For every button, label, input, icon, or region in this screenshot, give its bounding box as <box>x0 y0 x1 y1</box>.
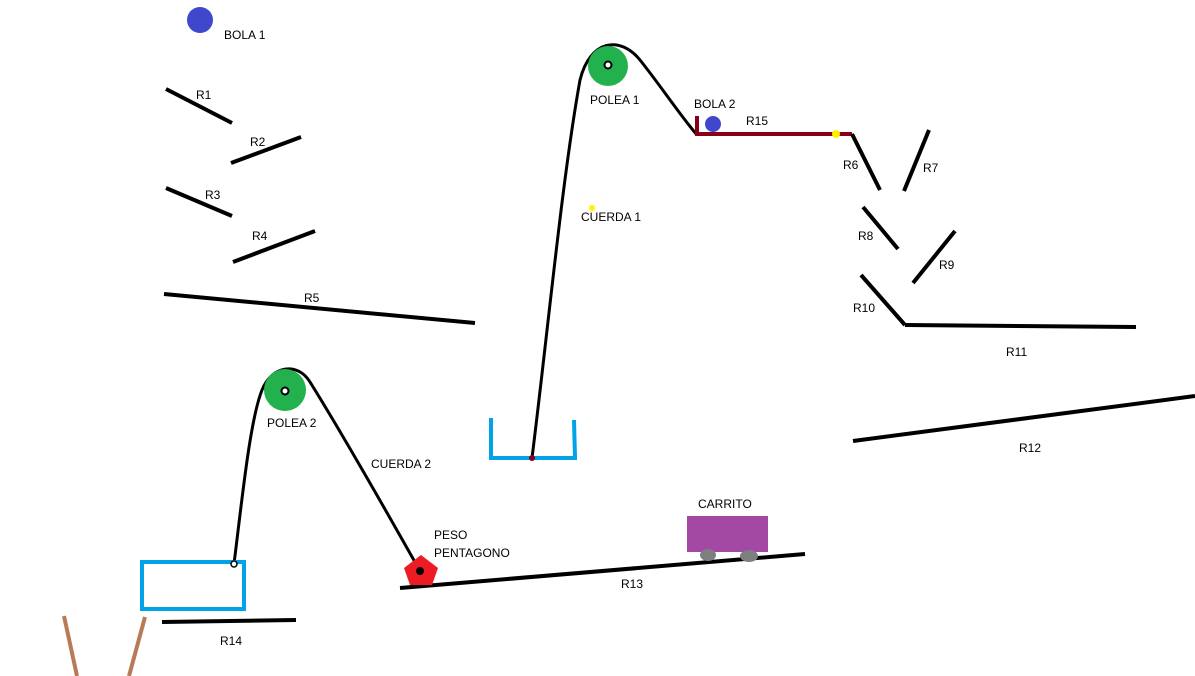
label-r14: R14 <box>220 634 242 648</box>
pulley-1-axle <box>603 60 613 70</box>
label-r15: R15 <box>746 114 768 128</box>
label-r3: R3 <box>205 188 221 202</box>
label-r2: R2 <box>250 135 266 149</box>
rope-1 <box>530 43 699 459</box>
stand-leg-left <box>62 615 79 676</box>
label-carrito: CARRITO <box>698 497 752 511</box>
label-cuerda-1: CUERDA 1 <box>581 210 641 224</box>
label-r7: R7 <box>923 161 939 175</box>
label-cuerda-2: CUERDA 2 <box>371 457 431 471</box>
label-r1: R1 <box>196 88 212 102</box>
label-r8: R8 <box>858 229 874 243</box>
rope-1-anchor <box>529 455 535 461</box>
pentagon-hook <box>416 567 424 575</box>
ramp-r1 <box>165 87 233 125</box>
label-r9: R9 <box>939 258 955 272</box>
label-r12: R12 <box>1019 441 1041 455</box>
label-r13: R13 <box>621 577 643 591</box>
ramp-r7 <box>902 129 931 192</box>
ramp-r6 <box>850 133 882 191</box>
ramp-r12 <box>852 394 1195 443</box>
pulley-2-axle <box>280 386 290 396</box>
label-peso-pentagono-line-2: PENTAGONO <box>434 546 510 560</box>
ramp-r5 <box>163 292 476 325</box>
cart-wheel-right <box>740 550 758 562</box>
ramp-r4 <box>232 229 316 264</box>
ramp-r3 <box>165 186 233 218</box>
cart-body <box>687 516 768 552</box>
box-container <box>140 560 246 611</box>
rope-2 <box>232 367 422 572</box>
label-peso-pentagono-line-1: PESO <box>434 528 467 542</box>
label-bola-1: BOLA 1 <box>224 28 266 42</box>
label-r5: R5 <box>304 291 320 305</box>
ball-1 <box>187 7 213 33</box>
trigger-dot-r15 <box>832 130 840 138</box>
ramp-r2 <box>230 135 302 165</box>
label-r6: R6 <box>843 158 859 172</box>
ramp-r11 <box>904 323 1137 329</box>
ramp-r10 <box>859 273 907 327</box>
cart-wheel-left <box>700 549 716 561</box>
trigger-dot-cuerda-1 <box>589 205 595 211</box>
ramp-r13 <box>399 552 806 590</box>
stand-leg-right <box>127 616 147 676</box>
label-r11: R11 <box>1006 345 1027 359</box>
ball-2 <box>705 116 721 132</box>
ramp-r14 <box>161 618 297 624</box>
label-polea-1: POLEA 1 <box>590 93 640 107</box>
label-r4: R4 <box>252 229 268 243</box>
label-bola-2: BOLA 2 <box>694 97 736 111</box>
label-polea-2: POLEA 2 <box>267 416 317 430</box>
rope-2-anchor <box>230 560 238 568</box>
ramp-r9 <box>911 229 957 285</box>
ramp-r8 <box>861 205 900 251</box>
label-r10: R10 <box>853 301 875 315</box>
